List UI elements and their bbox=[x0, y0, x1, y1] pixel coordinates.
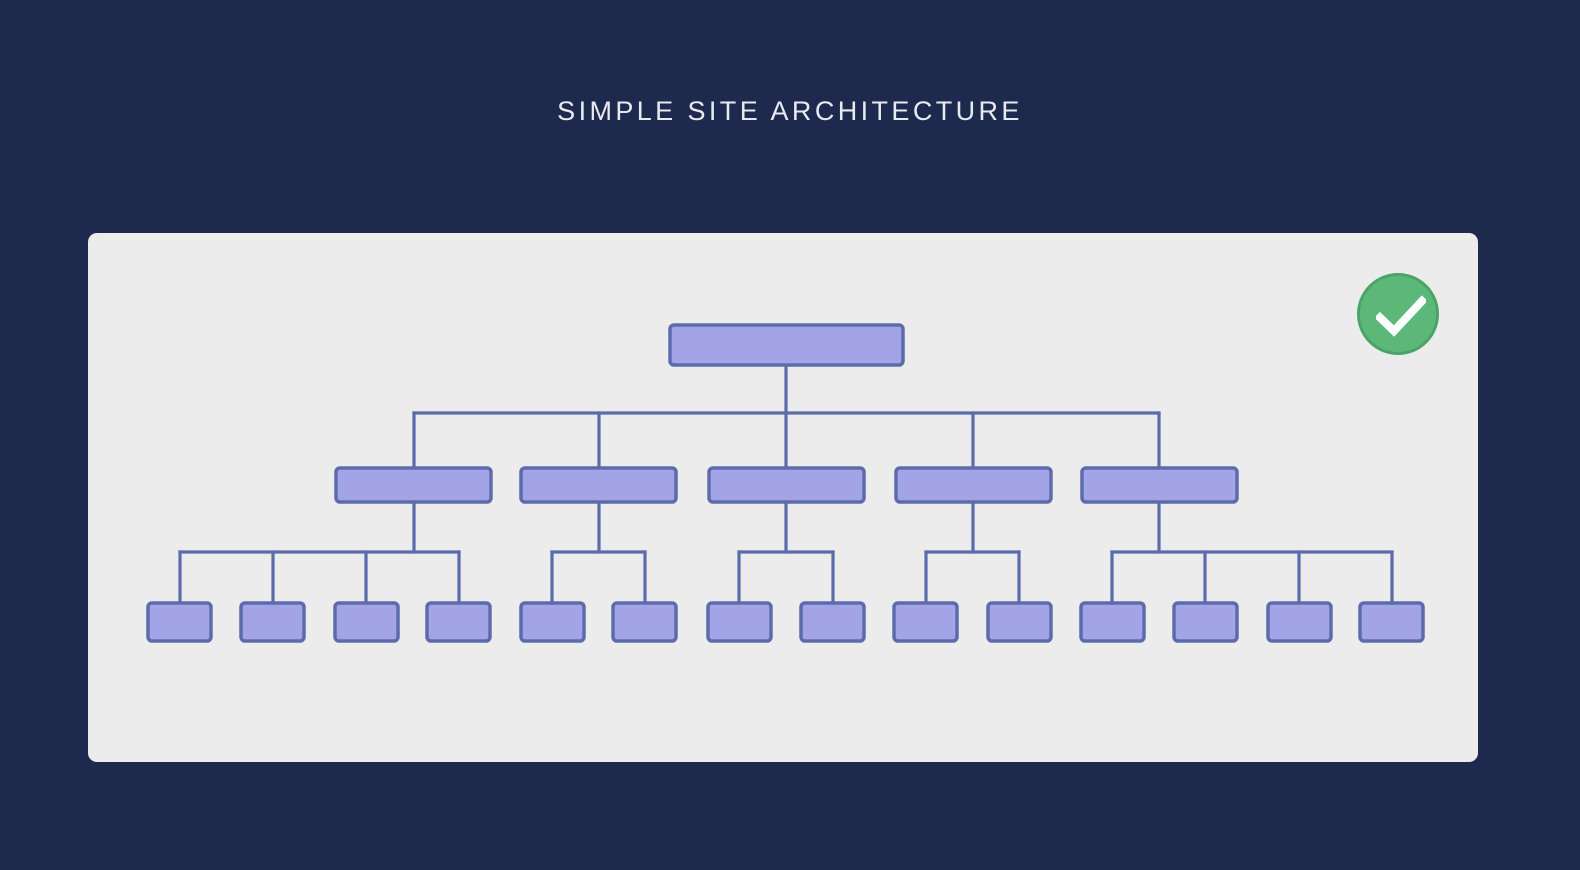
tree-node-level3[interactable] bbox=[799, 601, 866, 643]
tree-node-level3[interactable] bbox=[146, 601, 213, 643]
page-title: SIMPLE SITE ARCHITECTURE bbox=[557, 96, 1023, 126]
tree-node-level3[interactable] bbox=[611, 601, 678, 643]
tree-node-level2[interactable] bbox=[707, 466, 866, 504]
tree-node-level3[interactable] bbox=[706, 601, 773, 643]
tree-node-level3[interactable] bbox=[333, 601, 400, 643]
tree-node-level3[interactable] bbox=[425, 601, 492, 643]
tree-node-root[interactable] bbox=[668, 323, 905, 367]
tree-node-level3[interactable] bbox=[239, 601, 306, 643]
tree-node-level3[interactable] bbox=[1079, 601, 1146, 643]
tree-node-level3[interactable] bbox=[986, 601, 1053, 643]
site-architecture-tree bbox=[146, 323, 1425, 643]
tree-node-level3[interactable] bbox=[519, 601, 586, 643]
status-badge[interactable] bbox=[1357, 273, 1439, 355]
tree-node-level3[interactable] bbox=[1172, 601, 1239, 643]
tree-node-level2[interactable] bbox=[1080, 466, 1239, 504]
tree-node-level3[interactable] bbox=[1358, 601, 1425, 643]
diagram-card bbox=[88, 233, 1478, 762]
tree-node-level2[interactable] bbox=[894, 466, 1053, 504]
tree-node-level3[interactable] bbox=[892, 601, 959, 643]
tree-node-level2[interactable] bbox=[334, 466, 493, 504]
tree-node-level3[interactable] bbox=[1266, 601, 1333, 643]
tree-node-level2[interactable] bbox=[519, 466, 678, 504]
